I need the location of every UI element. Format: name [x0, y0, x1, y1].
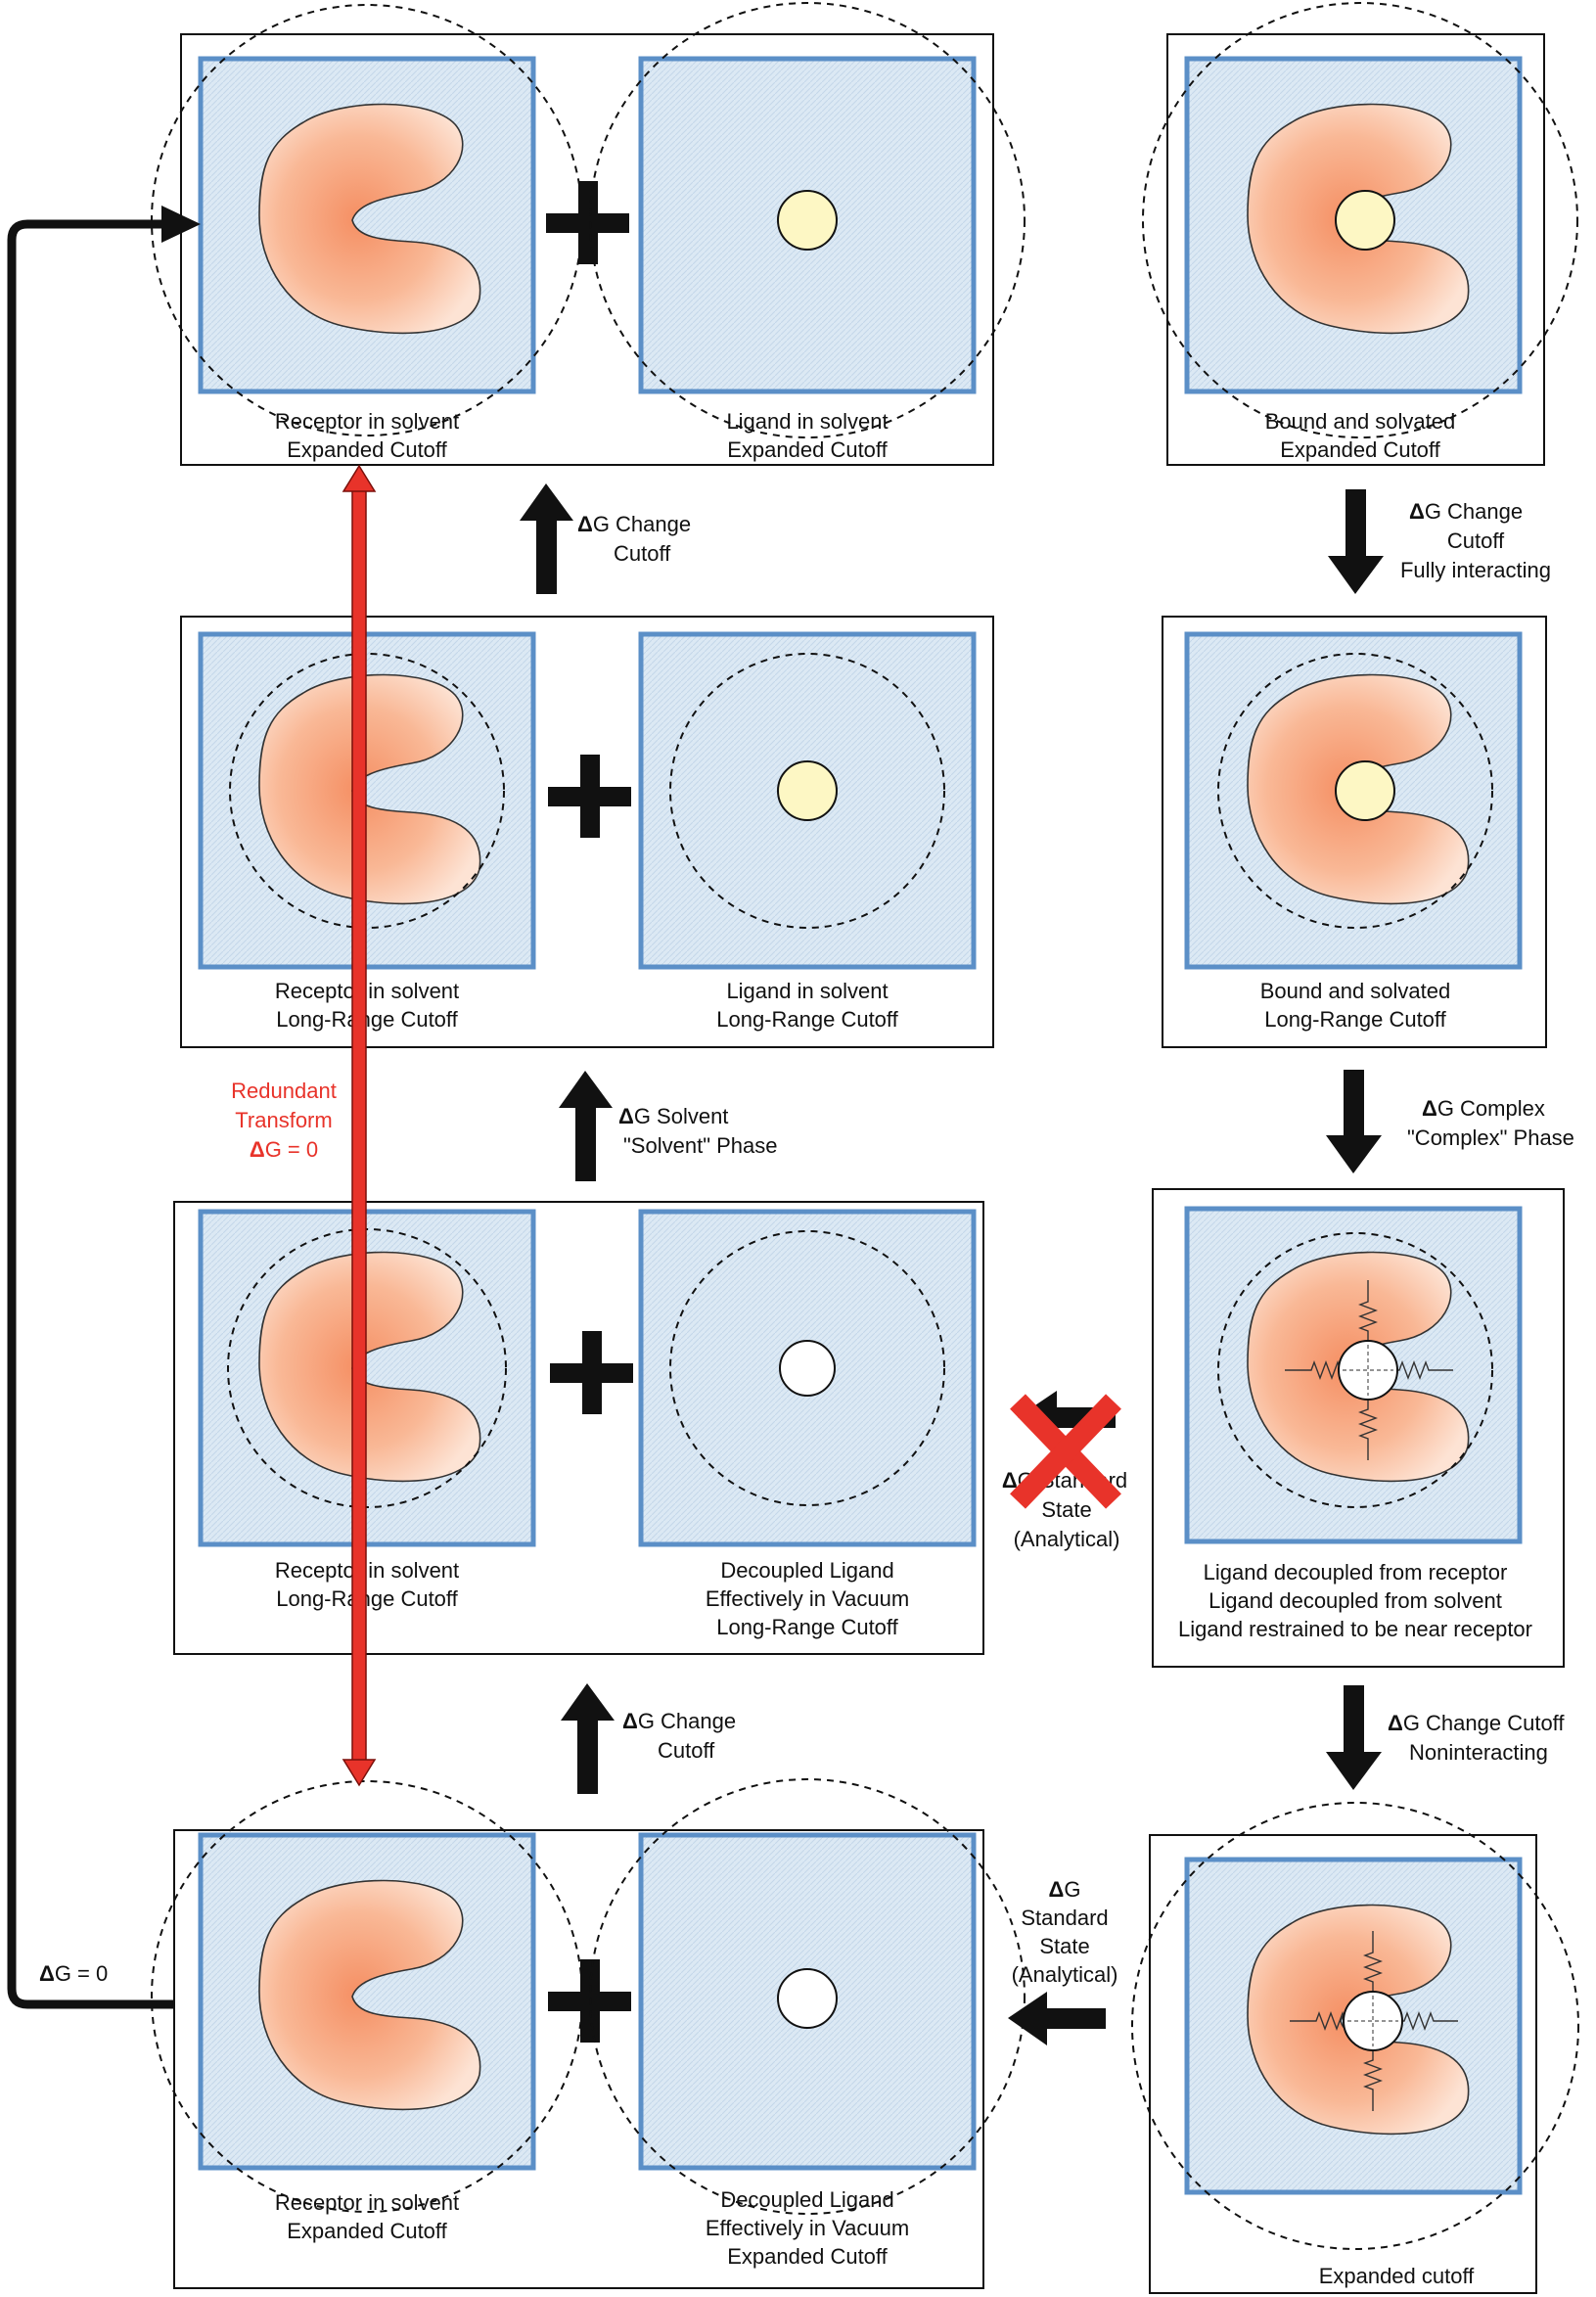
arrow-down-complex: ΔG Complex "Complex" Phase [1326, 1070, 1574, 1173]
label: Ligand in solvent [726, 409, 888, 434]
svg-text:ΔG: ΔG [1049, 1877, 1081, 1902]
cross-out-icon [1010, 1394, 1121, 1509]
cutoff-circle [1131, 1802, 1579, 2250]
ligand [1335, 760, 1395, 821]
arrow-down-change-cutoff-noninteracting: ΔG Change Cutoff Noninteracting [1326, 1685, 1565, 1790]
label: Long-Range Cutoff [716, 1007, 898, 1032]
svg-text:ΔG Complex: ΔG Complex [1422, 1096, 1545, 1121]
cutoff-circle [669, 653, 945, 929]
decoupled-ligand [1343, 1991, 1403, 2051]
arrow-left-standard-state-crossed: ΔG Standard State (Analytical) [1002, 1391, 1127, 1551]
label: State [1041, 1497, 1091, 1522]
redundant-transform-arrow: Redundant Transform ΔG = 0 [231, 464, 377, 1787]
label: State [1039, 1934, 1089, 1958]
panel-right-4: Expanded cutoff [1131, 1802, 1579, 2294]
cutoff-circle [227, 1228, 507, 1508]
ligand [777, 190, 838, 251]
cutoff-circle [1217, 1232, 1493, 1508]
svg-text:ΔG Change: ΔG Change [622, 1709, 736, 1733]
panel-mid2-left: Receptor in solvent Long-Range Cutoff De… [173, 1201, 984, 1655]
sim-box: Decoupled Ligand Effectively in Vacuum E… [589, 1778, 1026, 2269]
cutoff-circle [669, 1230, 945, 1506]
panel-right-3: Ligand decoupled from receptor Ligand de… [1152, 1188, 1565, 1668]
label: (Analytical) [1014, 1527, 1120, 1551]
label: Receptor in solvent [275, 1558, 459, 1583]
label: Transform [235, 1108, 332, 1132]
ligand-crosshair [1343, 1345, 1393, 1396]
label: Ligand restrained to be near receptor [1178, 1617, 1532, 1641]
sim-box: Receptor in solvent Long-Range Cutoff [198, 631, 536, 1032]
label: Effectively in Vacuum [706, 1586, 909, 1611]
decoupled-ligand [779, 1340, 836, 1397]
sim-box: Ligand in solvent Expanded Cutoff [589, 2, 1026, 462]
plus-sign [548, 755, 631, 838]
label: Fully interacting [1400, 558, 1551, 582]
svg-text:ΔG Solvent: ΔG Solvent [618, 1104, 728, 1128]
label: Receptor in solvent [275, 979, 459, 1003]
svg-text:ΔG = 0: ΔG = 0 [39, 1961, 108, 1986]
label: Receptor in solvent [275, 2190, 459, 2215]
cutoff-circle [1217, 653, 1493, 929]
label: (Analytical) [1012, 1962, 1118, 1987]
label: "Solvent" Phase [623, 1133, 778, 1158]
svg-text:ΔG Change: ΔG Change [577, 512, 691, 536]
svg-text:ΔG Change Cutoff: ΔG Change Cutoff [1388, 1711, 1565, 1735]
loop-arrow: ΔG = 0 [7, 206, 201, 2009]
sim-box: Receptor in solvent Long-Range Cutoff [198, 1209, 536, 1611]
label: Decoupled Ligand [720, 1558, 893, 1583]
arrow-up-change-cutoff-1: ΔG Change Cutoff [520, 483, 691, 594]
panel-mid1-left: Receptor in solvent Long-Range Cutoff Li… [180, 616, 994, 1048]
label: Long-Range Cutoff [1264, 1007, 1446, 1032]
panel-top-left: Receptor in solvent Expanded Cutoff Liga… [151, 2, 1026, 466]
label: Ligand in solvent [726, 979, 888, 1003]
cutoff-circle [589, 2, 1026, 438]
label: Expanded Cutoff [727, 437, 888, 462]
sim-box: Receptor in solvent Expanded Cutoff [151, 4, 583, 462]
label: Long-Range Cutoff [276, 1007, 458, 1032]
label: Expanded Cutoff [287, 437, 447, 462]
panel-right-2: Bound and solvated Long-Range Cutoff [1162, 616, 1547, 1048]
label: Cutoff [658, 1738, 715, 1763]
label: Effectively in Vacuum [706, 2216, 909, 2240]
arrow-left-standard-state: ΔG Standard State (Analytical) [1008, 1877, 1117, 2045]
arrow-up-change-cutoff-2: ΔG Change Cutoff [561, 1683, 736, 1794]
ligand-crosshair [1347, 1996, 1398, 2046]
label: Expanded Cutoff [727, 2244, 888, 2269]
label: Cutoff [1447, 528, 1505, 553]
label: Expanded Cutoff [1280, 437, 1440, 462]
label: Receptor in solvent [275, 409, 459, 434]
label: "Complex" Phase [1407, 1126, 1574, 1150]
sim-box: Decoupled Ligand Effectively in Vacuum L… [638, 1209, 977, 1639]
label: Ligand decoupled from receptor [1204, 1560, 1508, 1585]
label: Bound and solvated [1260, 979, 1451, 1003]
ligand [777, 760, 838, 821]
label: Noninteracting [1409, 1740, 1548, 1765]
plus-sign [546, 181, 629, 264]
cutoff-circle [589, 1778, 1026, 2215]
cutoff-circle [229, 653, 505, 929]
label: Standard [1021, 1906, 1108, 1930]
panel-right-1: Bound and solvated Expanded Cutoff [1142, 2, 1578, 466]
label: Ligand decoupled from solvent [1208, 1588, 1502, 1613]
ligand [1335, 190, 1395, 251]
sim-box: Ligand in solvent Long-Range Cutoff [638, 631, 977, 1032]
arrow-up-solvent: ΔG Solvent "Solvent" Phase [559, 1071, 778, 1181]
sim-box: Receptor in solvent Expanded Cutoff [151, 1780, 583, 2243]
plus-sign [550, 1331, 633, 1414]
label: Cutoff [614, 541, 671, 566]
label: Bound and solvated [1265, 409, 1456, 434]
decoupled-ligand [777, 1968, 838, 2029]
arrow-down-change-cutoff: ΔG Change Cutoff Fully interacting [1328, 489, 1551, 594]
cutoff-circle [1142, 2, 1578, 438]
label: Long-Range Cutoff [716, 1615, 898, 1639]
decoupled-ligand [1338, 1340, 1398, 1401]
label: Expanded cutoff [1319, 2264, 1475, 2288]
panel-bottom-left: Receptor in solvent Expanded Cutoff Deco… [151, 1778, 1026, 2289]
label: Long-Range Cutoff [276, 1586, 458, 1611]
svg-text:ΔG Change: ΔG Change [1409, 499, 1523, 524]
label: Expanded Cutoff [287, 2219, 447, 2243]
svg-text:ΔG = 0: ΔG = 0 [250, 1137, 318, 1162]
label: Redundant [231, 1079, 337, 1103]
label: Decoupled Ligand [720, 2187, 893, 2212]
